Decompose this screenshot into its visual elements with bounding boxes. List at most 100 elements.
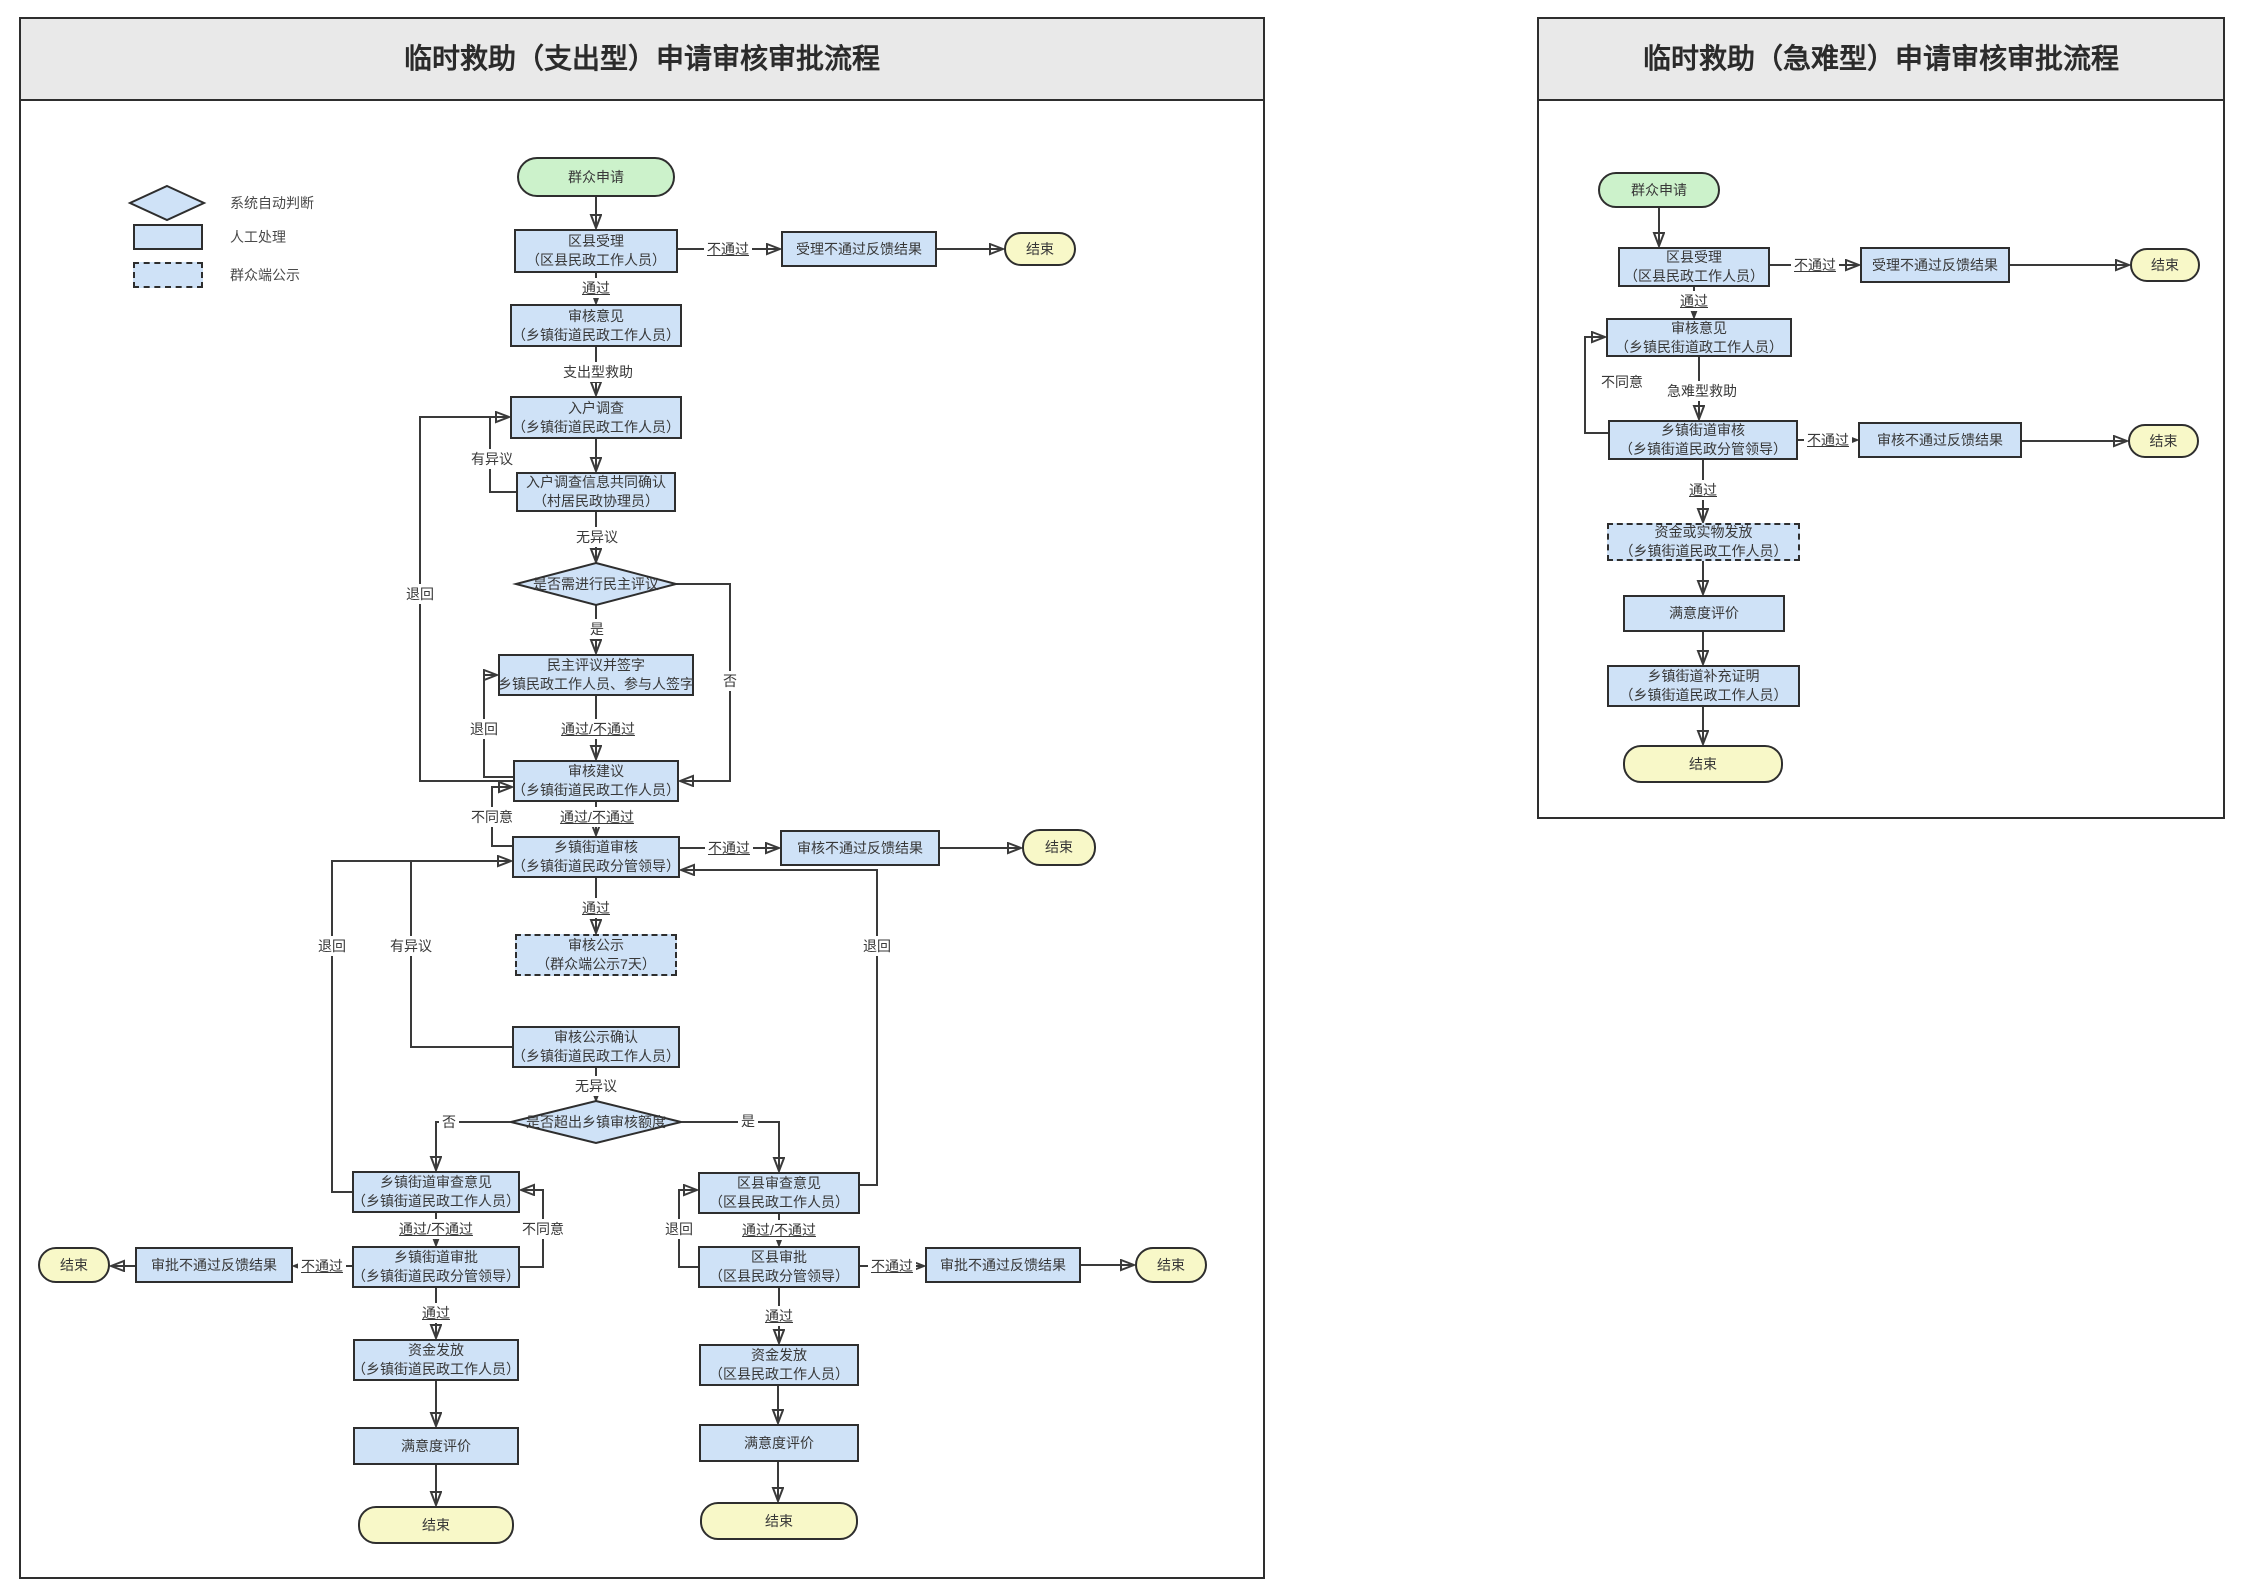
edge-label: 不同意 — [468, 807, 516, 827]
node-sub: （村居民政协理员） — [533, 493, 659, 509]
edge-label: 不通过 — [705, 838, 753, 858]
node-left-town-approve: 乡镇街道审批 （乡镇街道民政分管领导） — [352, 1246, 520, 1288]
edge-label: 退回 — [662, 1219, 696, 1239]
node-left-approve-fail-feedback-right: 审批不通过反馈结果 — [925, 1247, 1081, 1283]
edge-label: 通过 — [762, 1306, 796, 1326]
node-left-county-accept: 区县受理 （区县民政工作人员） — [514, 229, 678, 273]
node-sub: （区县民政分管领导） — [709, 1268, 849, 1284]
node-label: 乡镇街道审查意见 — [380, 1174, 492, 1190]
edge-label: 否 — [720, 671, 740, 691]
node-right-end-3: 结束 — [1623, 745, 1783, 783]
edge-label: 不通过 — [704, 239, 752, 259]
node-label: 满意度评价 — [744, 1434, 814, 1451]
edge-label: 有异议 — [387, 936, 435, 956]
node-right-fund-or-goods: 资金或实物发放 （乡镇街道民政工作人员） — [1607, 523, 1800, 561]
node-left-end-5: 结束 — [1135, 1247, 1207, 1283]
node-sub: （乡镇街道民政分管领导） — [352, 1268, 520, 1284]
node-label: 审核不通过反馈结果 — [1877, 431, 2003, 448]
node-label: 区县受理 — [568, 233, 624, 249]
node-sub: （乡镇街道民政工作人员） — [512, 782, 680, 798]
node-label: 结束 — [1026, 240, 1054, 257]
node-sub: （乡镇街道民政分管领导） — [1619, 441, 1787, 457]
node-right-town-audit: 乡镇街道审核 （乡镇街道民政分管领导） — [1608, 420, 1798, 460]
edge-label: 不同意 — [519, 1219, 567, 1239]
edge-label: 是 — [587, 619, 607, 639]
node-label: 结束 — [1045, 839, 1073, 855]
node-label: 满意度评价 — [401, 1437, 471, 1454]
node-sub: （区县民政工作人员） — [709, 1194, 849, 1210]
node-label: 受理不通过反馈结果 — [1872, 256, 1998, 273]
edge-label: 不通过 — [298, 1256, 346, 1276]
legend-dashed-label: 群众端公示 — [230, 267, 300, 283]
edge-label: 退回 — [403, 584, 437, 604]
left-flowchart-panel: 临时救助（支出型）申请审核审批流程 — [19, 17, 1265, 1579]
node-label: 结束 — [2149, 432, 2178, 449]
node-left-review-opinion: 审核意见 （乡镇街道民政工作人员） — [510, 304, 682, 347]
edge-label: 退回 — [467, 719, 501, 739]
node-sub: （区县民政工作人员） — [526, 252, 666, 268]
node-label: 入户调查 — [568, 399, 624, 416]
node-sub: （乡镇街道民政工作人员） — [1619, 687, 1788, 703]
edge-label: 不通过 — [868, 1256, 916, 1276]
node-label: 区县受理 — [1666, 249, 1722, 265]
node-label: 乡镇街道补充证明 — [1647, 668, 1760, 684]
node-left-democratic-review-sign: 民主评议并签字 乡镇民政工作人员、参与人签字 — [498, 654, 694, 696]
node-left-publicity-confirm: 审核公示确认 （乡镇街道民政工作人员） — [512, 1026, 680, 1068]
node-left-fund-town: 资金发放 （乡镇街道民政工作人员） — [352, 1339, 520, 1381]
node-left-end-6: 结束 — [700, 1502, 858, 1540]
legend-rect-label: 人工处理 — [230, 229, 286, 245]
node-left-review-advice: 审核建议 （乡镇街道民政工作人员） — [512, 760, 680, 802]
edge-label: 退回 — [860, 936, 894, 956]
node-label: 审批不通过反馈结果 — [940, 1256, 1066, 1273]
node-left-audit-fail-feedback: 审核不通过反馈结果 — [780, 830, 940, 866]
node-label: 是否超出乡镇审核额度 — [526, 1113, 666, 1130]
node-left-accept-fail-feedback: 受理不通过反馈结果 — [781, 231, 937, 267]
node-label: 乡镇街道审批 — [394, 1249, 478, 1265]
node-label: 结束 — [2151, 256, 2179, 273]
node-label: 群众申请 — [568, 168, 624, 185]
node-label: 受理不通过反馈结果 — [796, 240, 922, 257]
edge-label: 不同意 — [1598, 372, 1646, 392]
node-left-fund-county: 资金发放 （区县民政工作人员） — [699, 1344, 859, 1386]
node-left-town-review-opinion: 乡镇街道审查意见 （乡镇街道民政工作人员） — [352, 1171, 520, 1213]
node-label: 乡镇街道审核 — [1661, 422, 1745, 438]
edge-label: 支出型救助 — [560, 362, 636, 382]
node-label: 结束 — [1689, 755, 1717, 772]
edge-pubconfirm-objection-loop — [410, 861, 512, 1048]
node-label: 结束 — [422, 1516, 450, 1533]
node-left-end-4: 结束 — [358, 1506, 514, 1544]
node-label: 资金发放 — [751, 1347, 807, 1363]
node-label: 审核公示 — [568, 937, 624, 953]
node-label: 群众申请 — [1631, 181, 1687, 198]
edge-label: 通过/不通过 — [558, 719, 638, 739]
edge-confirm-objection-loop — [489, 417, 516, 493]
node-right-end-1: 结束 — [2130, 248, 2200, 282]
node-sub: （乡镇街道民政工作人员） — [352, 1361, 520, 1377]
edge-label: 是 — [738, 1111, 758, 1131]
node-label: 结束 — [1157, 1256, 1185, 1273]
edge-label: 否 — [439, 1112, 459, 1132]
legend-diamond-label: 系统自动判断 — [230, 195, 314, 211]
node-sub: （区县民政工作人员） — [709, 1366, 849, 1382]
node-sub: （乡镇街道民政工作人员） — [512, 418, 680, 435]
edge-label: 通过 — [579, 278, 613, 298]
node-left-decision-democratic-review: 是否需进行民主评议 — [516, 563, 676, 605]
legend-rect-swatch — [133, 224, 203, 250]
node-sub: （乡镇街道民政工作人员） — [512, 1048, 680, 1064]
edge-d2-no-townopinion — [436, 1121, 511, 1169]
left-panel-title: 临时救助（支出型）申请审核审批流程 — [21, 19, 1263, 101]
edge-label: 退回 — [315, 936, 349, 956]
edge-label: 不通过 — [1791, 255, 1839, 275]
edge-countyopinion-return-townaudit — [682, 870, 878, 1186]
node-label: 民主评议并签字 — [547, 657, 645, 673]
node-sub: （乡镇街道民政分管领导） — [512, 858, 680, 874]
node-left-satisfaction-right: 满意度评价 — [699, 1424, 859, 1462]
node-left-end-3: 结束 — [38, 1247, 110, 1283]
right-panel-title: 临时救助（急难型）申请审核审批流程 — [1539, 19, 2223, 101]
node-left-decision-exceed-quota: 是否超出乡镇审核额度 — [511, 1101, 681, 1143]
node-label: 区县审查意见 — [737, 1175, 821, 1191]
node-left-county-approve: 区县审批 （区县民政分管领导） — [698, 1246, 860, 1288]
node-sub: 乡镇民政工作人员、参与人签字 — [498, 676, 694, 692]
node-left-satisfaction-left: 满意度评价 — [353, 1427, 519, 1465]
